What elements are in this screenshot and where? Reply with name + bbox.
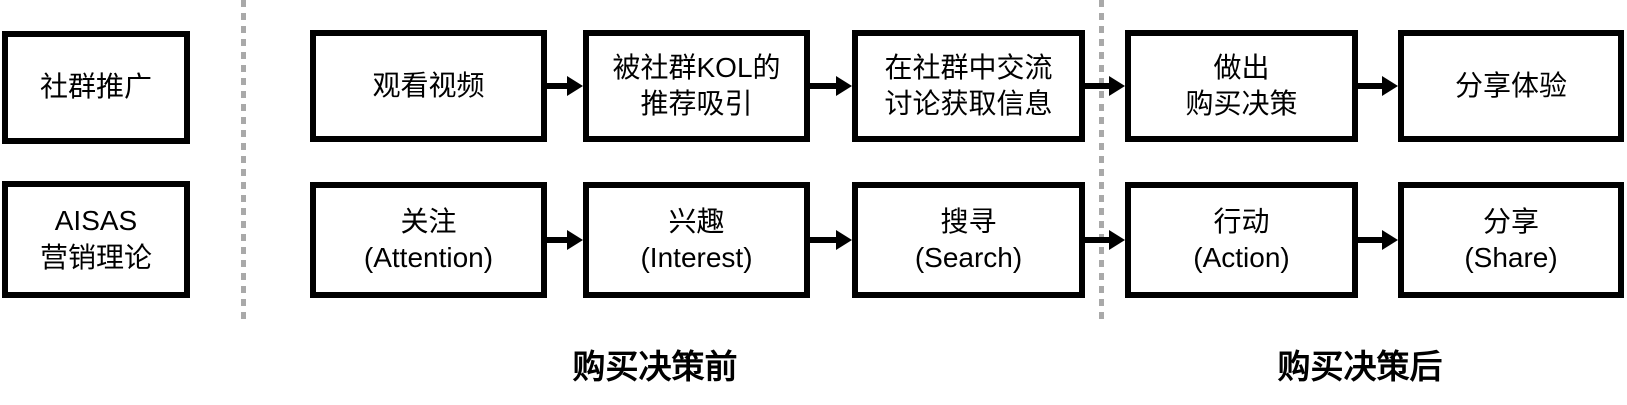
- box-text-line: 在社群中交流: [884, 51, 1053, 83]
- box-share-experience: 分享体验: [1398, 30, 1624, 142]
- arrow-shaft: [1085, 83, 1109, 89]
- section-divider-right: [1099, 0, 1104, 325]
- box-interest: 兴趣 (Interest): [583, 182, 810, 298]
- arrow-shaft: [547, 237, 567, 243]
- box-purchase-decision: 做出 购买决策: [1125, 30, 1358, 142]
- arrow-head-icon: [1382, 230, 1398, 250]
- flow-arrow: [1358, 76, 1398, 96]
- box-share: 分享 (Share): [1398, 182, 1624, 298]
- box-text-line: 讨论获取信息: [884, 88, 1053, 119]
- box-text-line: 推荐吸引: [640, 88, 753, 119]
- box-aisas-theory: AISAS 营销理论: [2, 181, 190, 298]
- box-text-line: 行动: [1213, 205, 1270, 237]
- arrow-head-icon: [1109, 230, 1125, 250]
- box-text-line: 被社群KOL的: [612, 51, 781, 83]
- box-text-line: 关注: [400, 205, 457, 237]
- flow-arrow: [547, 76, 583, 96]
- section-label-pre-purchase: 购买决策前: [572, 348, 738, 385]
- box-community-discussion: 在社群中交流 讨论获取信息: [852, 30, 1085, 142]
- arrow-head-icon: [567, 230, 583, 250]
- arrow-shaft: [1085, 237, 1109, 243]
- box-text-line: 观看视频: [372, 69, 485, 101]
- box-text-line: (Search): [914, 242, 1023, 273]
- arrow-shaft: [1358, 237, 1382, 243]
- box-text-line: (Action): [1193, 242, 1290, 273]
- arrow-shaft: [1358, 83, 1382, 89]
- box-community-promotion: 社群推广: [2, 31, 190, 144]
- box-text-line: 做出: [1213, 51, 1270, 83]
- box-text-line: 兴趣: [668, 205, 725, 237]
- arrow-shaft: [547, 83, 567, 89]
- box-text-line: AISAS: [54, 205, 138, 237]
- box-text-line: (Attention): [363, 242, 494, 273]
- flow-arrow: [547, 230, 583, 250]
- box-attention: 关注 (Attention): [310, 182, 547, 298]
- flow-arrow: [1358, 230, 1398, 250]
- box-text-line: 社群推广: [39, 71, 152, 103]
- flow-arrow: [1085, 76, 1125, 96]
- box-text-line: (Interest): [640, 242, 753, 273]
- arrow-head-icon: [836, 230, 852, 250]
- arrow-shaft: [810, 83, 836, 89]
- section-label-post-purchase: 购买决策后: [1277, 348, 1443, 385]
- box-watch-video: 观看视频: [310, 30, 547, 142]
- box-search: 搜寻 (Search): [852, 182, 1085, 298]
- arrow-head-icon: [1382, 76, 1398, 96]
- flow-arrow: [810, 230, 852, 250]
- box-text-line: 分享体验: [1454, 69, 1567, 101]
- box-text-line: 营销理论: [39, 241, 152, 273]
- flow-arrow: [1085, 230, 1125, 250]
- box-text-line: (Share): [1464, 242, 1558, 273]
- box-text-line: 搜寻: [940, 205, 997, 237]
- arrow-head-icon: [836, 76, 852, 96]
- section-divider-left: [241, 0, 246, 325]
- box-text-line: 购买决策: [1185, 88, 1298, 119]
- box-text-line: 分享: [1482, 205, 1539, 237]
- box-kol-recommendation: 被社群KOL的 推荐吸引: [583, 30, 810, 142]
- box-action: 行动 (Action): [1125, 182, 1358, 298]
- arrow-shaft: [810, 237, 836, 243]
- arrow-head-icon: [1109, 76, 1125, 96]
- arrow-head-icon: [567, 76, 583, 96]
- flow-arrow: [810, 76, 852, 96]
